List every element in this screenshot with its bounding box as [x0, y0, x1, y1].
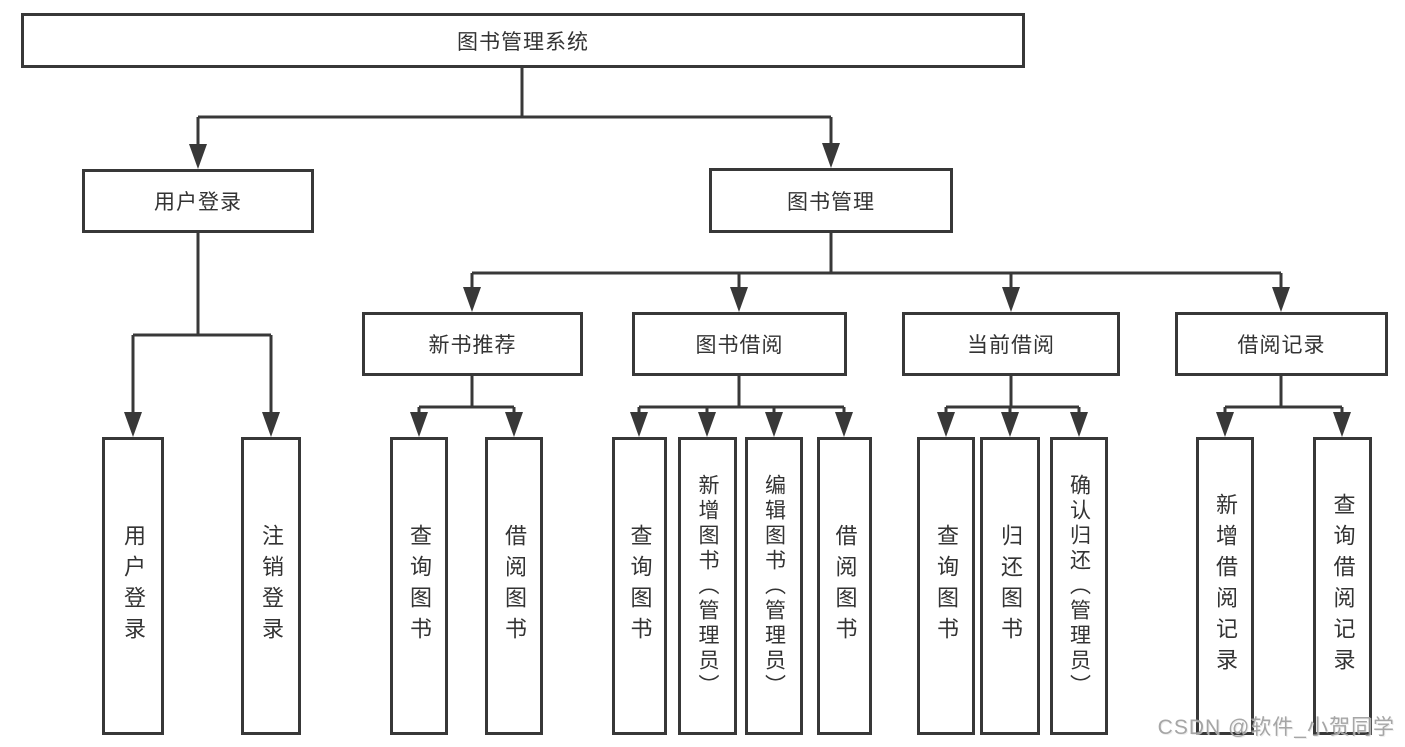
- leaf-query-books-recommend: 查询图书: [390, 437, 448, 735]
- leaf-return-books: 归还图书: [980, 437, 1040, 735]
- node-new-book-recommendation: 新书推荐: [362, 312, 583, 376]
- connector-book-management-branch: [470, 233, 1283, 289]
- connector-user-login-branch: [131, 233, 273, 414]
- node-label: 新增图书（管理员）: [696, 473, 719, 699]
- node-label: 查询图书: [934, 524, 959, 648]
- node-label: 用户登录: [121, 524, 146, 648]
- connector-new-book-branch: [417, 376, 516, 414]
- node-current-borrowing: 当前借阅: [902, 312, 1120, 376]
- arrowheads-borrowing-records-branch: [1216, 412, 1351, 437]
- node-label: 确认归还（管理员）: [1067, 473, 1091, 699]
- node-label: 新书推荐: [428, 334, 517, 357]
- arrowheads-user-login-branch: [124, 412, 280, 437]
- leaf-logout-login: 注销登录: [241, 437, 301, 735]
- node-label: 归还图书: [998, 524, 1023, 648]
- leaf-add-books-admin: 新增图书（管理员）: [678, 437, 737, 735]
- node-label: 查询图书: [407, 524, 432, 648]
- node-label: 借阅图书: [502, 524, 527, 648]
- node-label: 当前借阅: [967, 334, 1055, 357]
- node-book-borrowing: 图书借阅: [632, 312, 847, 376]
- node-label: 新增借阅记录: [1213, 493, 1238, 679]
- leaf-add-borrow-record: 新增借阅记录: [1196, 437, 1254, 735]
- arrowheads-new-book-branch: [410, 412, 523, 437]
- leaf-confirm-return-admin: 确认归还（管理员）: [1050, 437, 1108, 735]
- arrowheads-book-borrowing-branch: [630, 412, 853, 437]
- csdn-watermark: CSDN @软件_小贺同学: [1157, 716, 1395, 739]
- leaf-user-login: 用户登录: [102, 437, 164, 735]
- node-label: 查询借阅记录: [1330, 493, 1356, 679]
- node-borrowing-records: 借阅记录: [1175, 312, 1388, 376]
- node-library-management-system: 图书管理系统: [21, 13, 1025, 68]
- arrowheads-book-management-branch: [463, 287, 1290, 312]
- arrowheads-level2: [189, 143, 840, 169]
- node-label: 编辑图书（管理员）: [762, 473, 786, 699]
- leaf-borrow-books-borrowing: 借阅图书: [817, 437, 872, 735]
- node-user-login: 用户登录: [82, 169, 314, 233]
- node-label: 用户登录: [154, 191, 242, 214]
- node-label: 注销登录: [259, 524, 284, 648]
- leaf-query-borrow-record: 查询借阅记录: [1313, 437, 1372, 735]
- node-label: 图书管理系统: [457, 30, 589, 54]
- node-label: 查询图书: [627, 524, 653, 648]
- node-label: 图书借阅: [695, 334, 784, 357]
- connector-current-borrowing-branch: [944, 376, 1081, 414]
- leaf-borrow-books-recommend: 借阅图书: [485, 437, 543, 735]
- node-label: 借阅图书: [832, 524, 858, 648]
- connector-borrowing-records-branch: [1223, 376, 1344, 414]
- connector-root-to-level2: [196, 68, 833, 148]
- node-book-management: 图书管理: [709, 168, 953, 233]
- node-label: 借阅记录: [1237, 334, 1326, 357]
- arrowheads-current-borrowing-branch: [937, 412, 1088, 437]
- connector-book-borrowing-branch: [637, 376, 846, 414]
- node-label: 图书管理: [787, 190, 875, 214]
- leaf-query-books-borrowing: 查询图书: [612, 437, 667, 735]
- leaf-query-books-current: 查询图书: [917, 437, 975, 735]
- leaf-edit-books-admin: 编辑图书（管理员）: [745, 437, 803, 735]
